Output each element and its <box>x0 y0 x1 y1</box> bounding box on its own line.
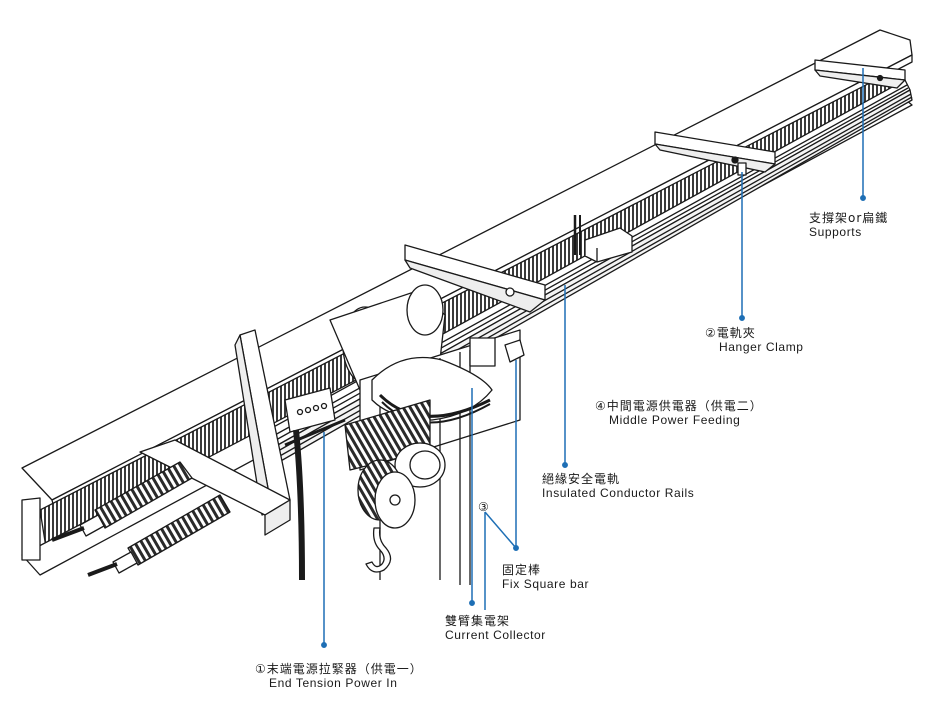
leader-dot-supports <box>860 195 866 201</box>
label-fix-square-bar: 固定棒 Fix Square bar <box>502 563 589 592</box>
label-end-tension-number: ① <box>255 662 267 676</box>
label-supports: 支撐架or扁鐵 Supports <box>809 211 888 240</box>
label-end-tension-power-in: ①末端電源拉緊器（供電一） End Tension Power In <box>255 662 423 691</box>
label-insulated-conductor-rails-zh: 絕緣安全電軌 <box>542 472 621 486</box>
crane-hook <box>365 527 392 573</box>
leader-dot-end-tension <box>321 642 327 648</box>
support-bracket-far <box>814 59 906 89</box>
label-current-collector-en: Current Collector <box>445 628 546 643</box>
leader-marker-3-diag <box>484 511 517 549</box>
label-current-collector-zh: 雙臂集電架 <box>445 614 511 628</box>
insulated-conductor-rails-drawing <box>249 79 913 471</box>
label-hanger-clamp: ②電軌夾 Hanger Clamp <box>705 326 804 355</box>
tension-spring-1 <box>51 461 193 542</box>
leader-dot-insulated-rails <box>562 462 568 468</box>
end-support-bracket <box>139 439 291 536</box>
label-fix-square-bar-en: Fix Square bar <box>502 577 590 592</box>
support-bracket-near <box>404 244 546 313</box>
hoist-drum <box>344 399 446 529</box>
label-middle-power-feeding: ④中間電源供電器（供電二） Middle Power Feeding <box>595 399 763 428</box>
label-supports-en: Supports <box>809 225 862 240</box>
label-supports-zh: 支撐架or扁鐵 <box>809 211 889 225</box>
end-tension-assembly <box>234 329 346 581</box>
label-middle-power-feeding-number: ④ <box>595 399 607 413</box>
tension-spring-2 <box>87 494 231 577</box>
label-end-tension-en: End Tension Power In <box>269 676 398 691</box>
middle-power-feeding-box <box>573 215 633 263</box>
leader-dot-current-collector <box>469 600 475 606</box>
leader-dot-hanger-clamp <box>739 315 745 321</box>
label-hanger-clamp-number: ② <box>705 326 717 340</box>
label-hanger-clamp-en: Hanger Clamp <box>719 340 804 355</box>
label-middle-power-feeding-en: Middle Power Feeding <box>609 413 741 428</box>
label-insulated-conductor-rails-en: Insulated Conductor Rails <box>542 486 695 501</box>
label-current-collector: 雙臂集電架 Current Collector <box>445 614 546 643</box>
label-end-tension-zh: 末端電源拉緊器（供電一） <box>266 662 423 676</box>
callout-marker-3: ③ <box>478 500 489 514</box>
label-middle-power-feeding-zh: 中間電源供電器（供電二） <box>606 399 763 413</box>
support-bracket-middle <box>654 131 776 176</box>
label-hanger-clamp-zh: 電軌夾 <box>716 326 756 340</box>
label-fix-square-bar-zh: 固定棒 <box>502 563 542 577</box>
leader-lines <box>321 68 866 648</box>
label-insulated-conductor-rails: 絕緣安全電軌 Insulated Conductor Rails <box>542 472 694 501</box>
